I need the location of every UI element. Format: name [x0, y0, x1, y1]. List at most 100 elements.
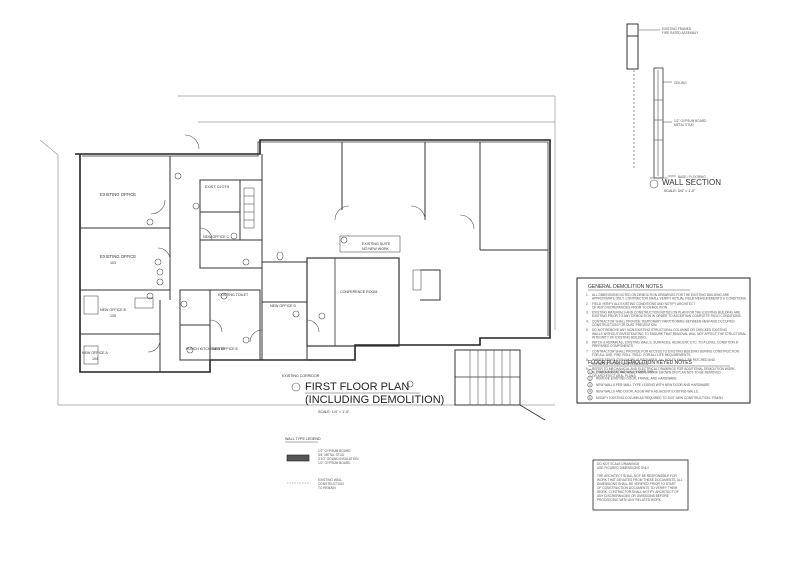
- general-note-number: 5.: [586, 328, 589, 332]
- keyed-note-bubble-icon: [587, 395, 593, 401]
- legend-item-line: CONSTRUCTION: [318, 482, 344, 486]
- door-swing: [199, 227, 213, 241]
- room-number: 105: [110, 314, 116, 318]
- section-marker-icon: [649, 179, 659, 189]
- room-label-new-office-b: NEW OFFICE B: [100, 308, 127, 312]
- legend-item-line: 1/2" GYPSUM BOARD: [318, 461, 351, 465]
- room-label-punch-kitchenette: PUNCH KITCHENETTE: [186, 347, 225, 351]
- door-swing: [459, 214, 475, 230]
- office-e: [261, 301, 308, 361]
- wall-section-scale: SCALE: 3/4" = 1'-0": [664, 189, 696, 193]
- exterior-stair: [454, 349, 546, 421]
- general-note-text: OF ANY DISCREPANCIES PRIOR TO DEMOLITION…: [592, 305, 668, 309]
- core-room: [199, 179, 263, 241]
- keyed-note-markers: [146, 172, 414, 388]
- keyed-notes-title: FLOOR PLAN / DEMOLITION KEYED NOTES: [588, 360, 693, 366]
- door-swing: [334, 205, 350, 221]
- keyed-note-bubble-icon: [587, 375, 593, 381]
- keyed-note-number: 4: [589, 390, 591, 394]
- conference-room: [306, 257, 400, 347]
- general-note-text: FIELD VERIFY ALL EXISTING CONDITIONS AND…: [592, 302, 695, 306]
- general-note-text: CONTRACTOR SHALL PROVIDE TEMPORARY PARTI…: [592, 319, 736, 323]
- section-note: CEILING: [674, 81, 687, 85]
- general-note-text: CONTRACTOR SHALL PROVIDE FOR ACCESS TO E…: [592, 349, 740, 353]
- property-line: [39, 139, 59, 156]
- wall-section-detail: EXISTING FRAMED FIRE RATED ASSEMBLY CEIL…: [626, 23, 721, 193]
- room-label-existing-toilet: EXISTING TOILET: [218, 293, 249, 297]
- plan-title-block: FIRST FLOOR PLAN (INCLUDING DEMOLITION) …: [291, 381, 444, 414]
- room-number: 103: [110, 261, 116, 265]
- general-note-number: 9.: [586, 367, 589, 371]
- floor-plan-drawing: EXISTING OFFICE EXISTING OFFICE 103 NEW …: [39, 95, 556, 421]
- door-swing: [184, 134, 200, 150]
- plan-subtitle: (INCLUDING DEMOLITION): [305, 394, 444, 406]
- desk: [83, 345, 99, 365]
- keyed-note-text: REMOVE EXISTING DOOR, FRAME, AND HARDWAR…: [596, 377, 678, 381]
- wall: [420, 269, 441, 301]
- notes-border: [576, 277, 751, 404]
- general-note-text: REPAIRED TO LIKE NEW CONDITION.: [592, 362, 649, 366]
- keyed-note-number: 2: [589, 377, 591, 381]
- door-swing: [150, 199, 166, 215]
- general-note-text: ALL DIMENSIONS NOTED ON DEMOLITION DRAWI…: [592, 293, 729, 297]
- keyed-note-bubble-icon: [587, 369, 593, 375]
- disclaimer-line: DIMENSIONS SHALL BE VERIFIED PRIOR TO ST…: [597, 482, 676, 486]
- general-note-text: PREPARED COMPONENTS.: [592, 344, 634, 348]
- plan-title: FIRST FLOOR PLAN: [305, 381, 409, 393]
- room-number: 104: [92, 357, 98, 361]
- room-label-exist-cloth: EXIST. CLOTH: [205, 185, 230, 189]
- section-top: [626, 23, 639, 70]
- general-note-number: 7.: [586, 349, 589, 353]
- disclaimer-line: USE FIGURED DIMENSIONS ONLY: [597, 466, 650, 470]
- keyed-note-text: REMOVE EXISTING WALL COMPLETE.: [596, 370, 654, 374]
- general-notes-title: GENERAL DEMOLITION NOTES: [588, 284, 663, 290]
- general-note-number: 2.: [586, 302, 589, 306]
- room-label-new-office-d: NEW OFFICE D: [270, 304, 297, 308]
- door-swing: [410, 205, 426, 221]
- room-label-existing-office: EXISTING OFFICE: [100, 254, 136, 259]
- wall-section-title: WALL SECTION: [662, 178, 721, 187]
- keyed-note-bubble-icon: [587, 382, 593, 388]
- notes-panel: GENERAL DEMOLITION NOTES 1.ALL DIMENSION…: [576, 277, 751, 404]
- keyed-note-number: 5: [589, 396, 591, 400]
- toilet-room: [261, 261, 308, 303]
- general-note-text: WALLS WITHOUT INVESTIGATING TO ENSURE TH…: [592, 332, 747, 336]
- general-note-text: ALL MECHANICAL AND ELECTRICAL WORK SHOWN…: [592, 371, 721, 375]
- general-note-text: REFER TO MECHANICAL AND ELECTRICAL DRAWI…: [592, 367, 736, 371]
- legend-item-line: 3 1/2" SOUND INSULATION: [318, 457, 359, 461]
- keyed-note-bubble-icon: [587, 388, 593, 394]
- general-note-text: APPROXIMATE ONLY. CONTRACTOR SHALL VERIF…: [592, 297, 747, 301]
- section-note: BASE / FLOORING: [678, 175, 706, 179]
- general-note-number: 4.: [586, 319, 589, 323]
- door-swing: [209, 319, 223, 333]
- general-note-number: 3.: [586, 311, 589, 315]
- toilet-fixture: [276, 251, 284, 261]
- room-label-new-office-c: NEW OFFICE C: [203, 235, 230, 239]
- general-note-text: INTEGRITY OF EXISTING BUILDING.: [592, 335, 647, 339]
- room-label-new-office-e: NEW OFFICE E: [212, 347, 239, 351]
- legend-title: WALL TYPE LEGEND: [285, 437, 321, 441]
- legend-item-line: EXISTING WALL: [318, 478, 343, 482]
- column: [412, 269, 422, 291]
- disclaimer-line: ANY DISCREPANCIES OR OMISSIONS BEFORE: [597, 494, 669, 498]
- section-note: EXISTING FRAMED: [662, 27, 692, 31]
- room-label-conference-room: CONFERENCE ROOM: [340, 290, 377, 294]
- section-note: 1/2" GYPSUM BOARD: [674, 119, 707, 123]
- wall: [199, 239, 263, 269]
- general-note-number: 8.: [586, 358, 589, 362]
- door-swing: [157, 247, 171, 261]
- general-note-text: CONSTRUCTION FOR DUST PREVENTION.: [592, 323, 657, 327]
- disclaimer-line: WORK THAT DEVIATES FROM THESE DOCUMENTS.…: [597, 478, 683, 482]
- door-swing: [147, 339, 161, 353]
- room-label-existing-corridor: EXISTING CORRIDOR: [282, 374, 320, 378]
- section-note: METAL STUD: [674, 123, 695, 127]
- general-note-number: 1.: [586, 293, 589, 297]
- legend-item-line: TO REMAIN: [318, 486, 336, 490]
- section-wall: [653, 67, 664, 179]
- general-note-text: OR ARCHITECTURAL PLANS.: [592, 374, 636, 378]
- disclaimer-line: WORK. CONTRACTOR SHALL NOTIFY ARCHITECT …: [597, 490, 679, 494]
- general-note-text: EXISTING PRIOR TO ANY DEMOLITION IN ORDE…: [592, 314, 742, 318]
